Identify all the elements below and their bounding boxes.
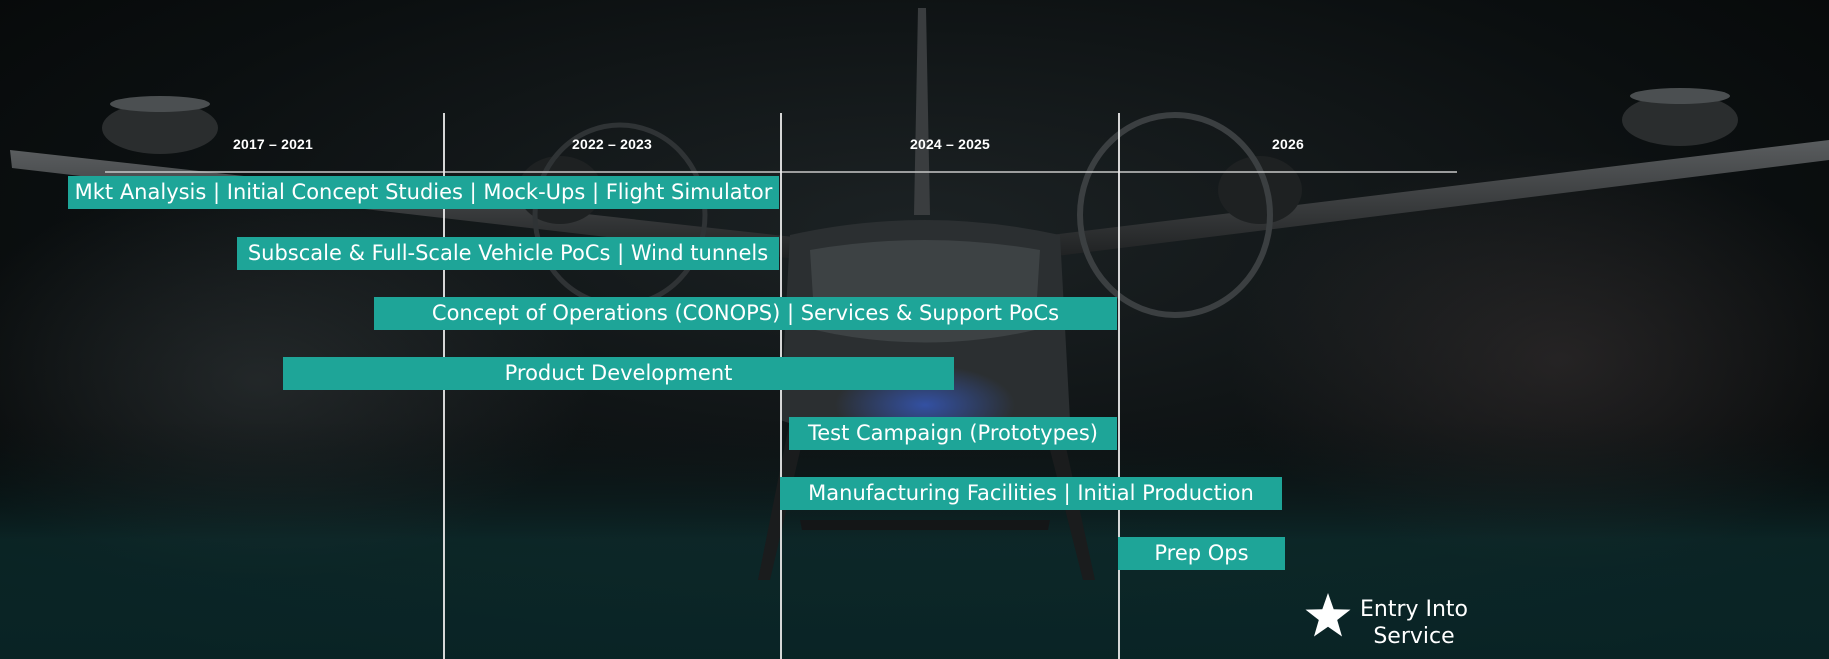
- task-bar-manufacturing: Manufacturing Facilities | Initial Produ…: [780, 477, 1282, 510]
- task-bar-market-analysis: Mkt Analysis | Initial Concept Studies |…: [68, 176, 779, 209]
- task-bar-vehicle-pocs: Subscale & Full-Scale Vehicle PoCs | Win…: [237, 237, 779, 270]
- star-icon: [1305, 593, 1351, 637]
- task-bar-product-development: Product Development: [283, 357, 954, 390]
- task-bar-prep-ops: Prep Ops: [1118, 537, 1285, 570]
- task-bar-test-campaign: Test Campaign (Prototypes): [789, 417, 1117, 450]
- period-label-2017-2021: 2017 – 2021: [232, 136, 314, 152]
- period-label-2022-2023: 2022 – 2023: [571, 136, 653, 152]
- period-label-2026: 2026: [1272, 136, 1304, 152]
- task-bar-conops: Concept of Operations (CONOPS) | Service…: [374, 297, 1117, 330]
- period-label-2024-2025: 2024 – 2025: [909, 136, 991, 152]
- period-divider: [1118, 113, 1120, 659]
- milestone-label: Entry Into Service: [1359, 597, 1469, 649]
